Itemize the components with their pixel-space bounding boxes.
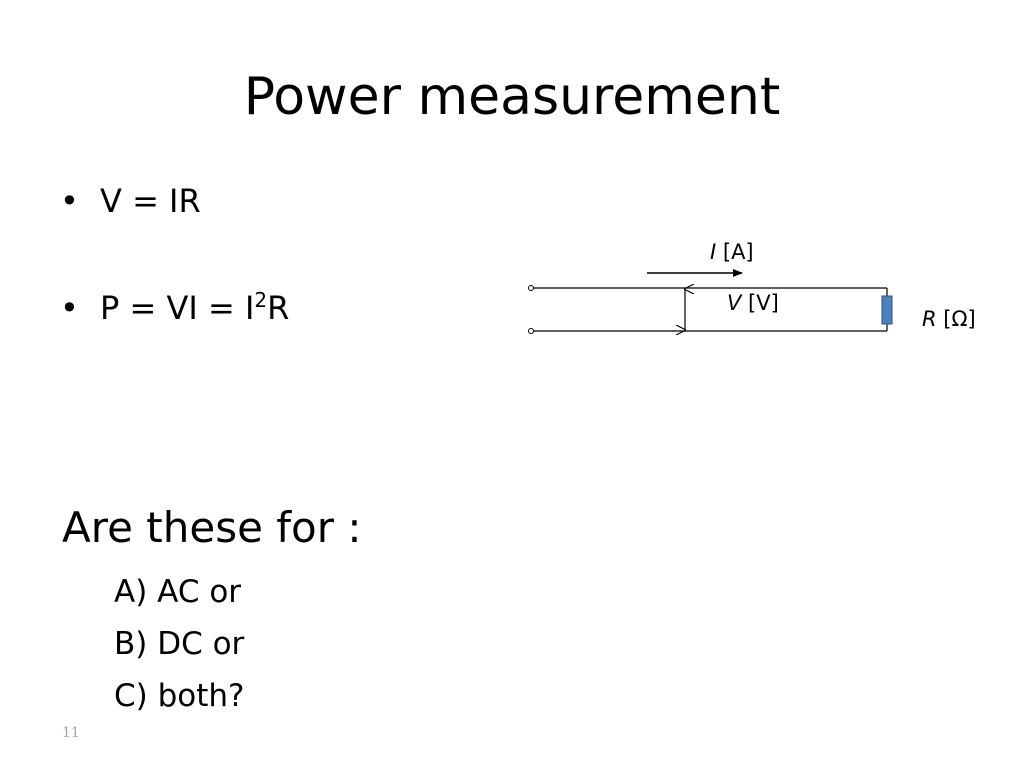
resistor-icon [881,295,893,325]
voltage-unit: [V] [741,291,779,315]
option-list: A) AC or B) DC or C) both? [114,566,245,722]
bullet-item: • P = VI = I2R [60,288,289,327]
bullet-dot-icon: • [60,182,79,220]
current-label: I [A] [710,240,754,264]
question-text: Are these for : [62,503,362,552]
circuit-diagram [528,269,893,350]
bullet-dot-icon: • [60,289,79,327]
bullet-item: • V = IR [60,182,201,220]
voltage-label: V [V] [727,291,779,315]
current-unit: [A] [716,240,754,264]
voltage-symbol: V [727,291,742,315]
terminal-top-icon [528,285,534,291]
resistance-unit: [Ω] [936,307,976,331]
resistance-label: R [Ω] [922,307,976,331]
bullet-text-pre: P = VI = I [100,289,255,327]
option-item: B) DC or [114,626,245,662]
bullet-text: V = IR [100,182,201,220]
option-item: A) AC or [114,574,242,610]
slide-title: Power measurement [243,67,781,127]
terminal-bottom-icon [528,328,534,334]
page-number: 11 [62,725,80,741]
bullet-text-superscript: 2 [254,288,268,312]
option-item: C) both? [114,678,245,714]
current-symbol: I [710,240,717,264]
bullet-text-post: R [267,289,290,327]
resistance-symbol: R [922,307,937,331]
